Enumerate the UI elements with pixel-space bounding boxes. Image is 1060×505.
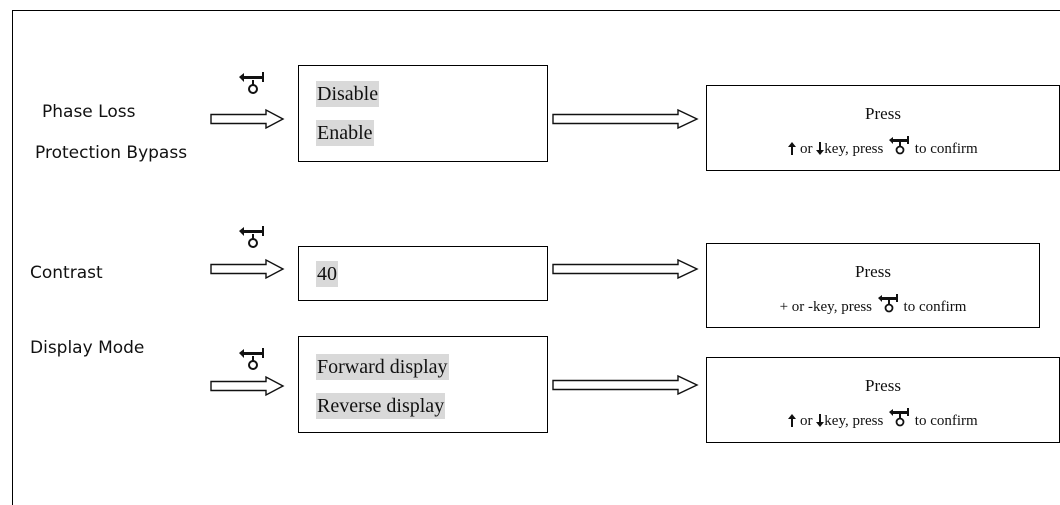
- hollow-arrow-icon: [552, 258, 699, 280]
- contrast-label: Contrast: [30, 263, 103, 283]
- contrast-instruction-box: Press + or -key, press to confirm: [706, 243, 1040, 328]
- display-mode-instruction-box: Press or key, press to confirm: [706, 357, 1060, 443]
- press-text-plus-minus: + or -key, press: [779, 299, 873, 315]
- contrast-value-box: 40: [298, 246, 548, 301]
- hollow-arrow-icon: [552, 374, 699, 396]
- display-mode-options-box: Forward display Reverse display: [298, 336, 548, 433]
- frame-top-border: [12, 10, 1060, 11]
- phase-loss-options-box: Disable Enable: [298, 65, 548, 162]
- press-title: Press: [865, 376, 901, 395]
- up-arrow-icon: [788, 142, 797, 155]
- enter-key-icon: [889, 408, 910, 427]
- press-text-confirm: to confirm: [914, 141, 978, 157]
- press-title: Press: [865, 104, 901, 123]
- enter-key-icon: [239, 226, 264, 248]
- press-text-key-press: key, press: [824, 413, 884, 429]
- press-text-key-press: key, press: [824, 141, 884, 157]
- enter-key-icon: [239, 72, 264, 94]
- phase-loss-label-line2: Protection Bypass: [35, 143, 188, 163]
- press-text-or: or: [800, 141, 813, 157]
- phase-loss-label-line1: Phase Loss: [42, 102, 136, 122]
- press-text-confirm: to confirm: [914, 413, 978, 429]
- press-instruction-line: + or -key, press to confirm: [707, 294, 1039, 316]
- press-instruction-line: or key, press to confirm: [707, 136, 1059, 158]
- press-text-confirm: to confirm: [903, 299, 967, 315]
- frame-left-border: [12, 10, 13, 505]
- press-title: Press: [855, 262, 891, 281]
- hollow-arrow-icon: [210, 375, 285, 397]
- option-disable[interactable]: Disable: [316, 81, 380, 107]
- enter-key-icon: [239, 348, 264, 370]
- display-mode-label: Display Mode: [30, 338, 145, 358]
- up-arrow-icon: [788, 414, 797, 427]
- enter-key-icon: [889, 136, 910, 155]
- hollow-arrow-icon: [210, 108, 285, 130]
- press-instruction-line: or key, press to confirm: [707, 408, 1059, 430]
- press-text-or: or: [800, 413, 813, 429]
- option-forward-display[interactable]: Forward display: [316, 354, 449, 380]
- hollow-arrow-icon: [210, 258, 285, 280]
- down-arrow-icon: [816, 142, 825, 155]
- phase-loss-instruction-box: Press or key, press to confirm: [706, 85, 1060, 171]
- option-reverse-display[interactable]: Reverse display: [316, 393, 446, 419]
- contrast-value[interactable]: 40: [316, 261, 338, 287]
- hollow-arrow-icon: [552, 108, 699, 130]
- down-arrow-icon: [816, 414, 825, 427]
- enter-key-icon: [877, 294, 898, 313]
- option-enable[interactable]: Enable: [316, 120, 374, 146]
